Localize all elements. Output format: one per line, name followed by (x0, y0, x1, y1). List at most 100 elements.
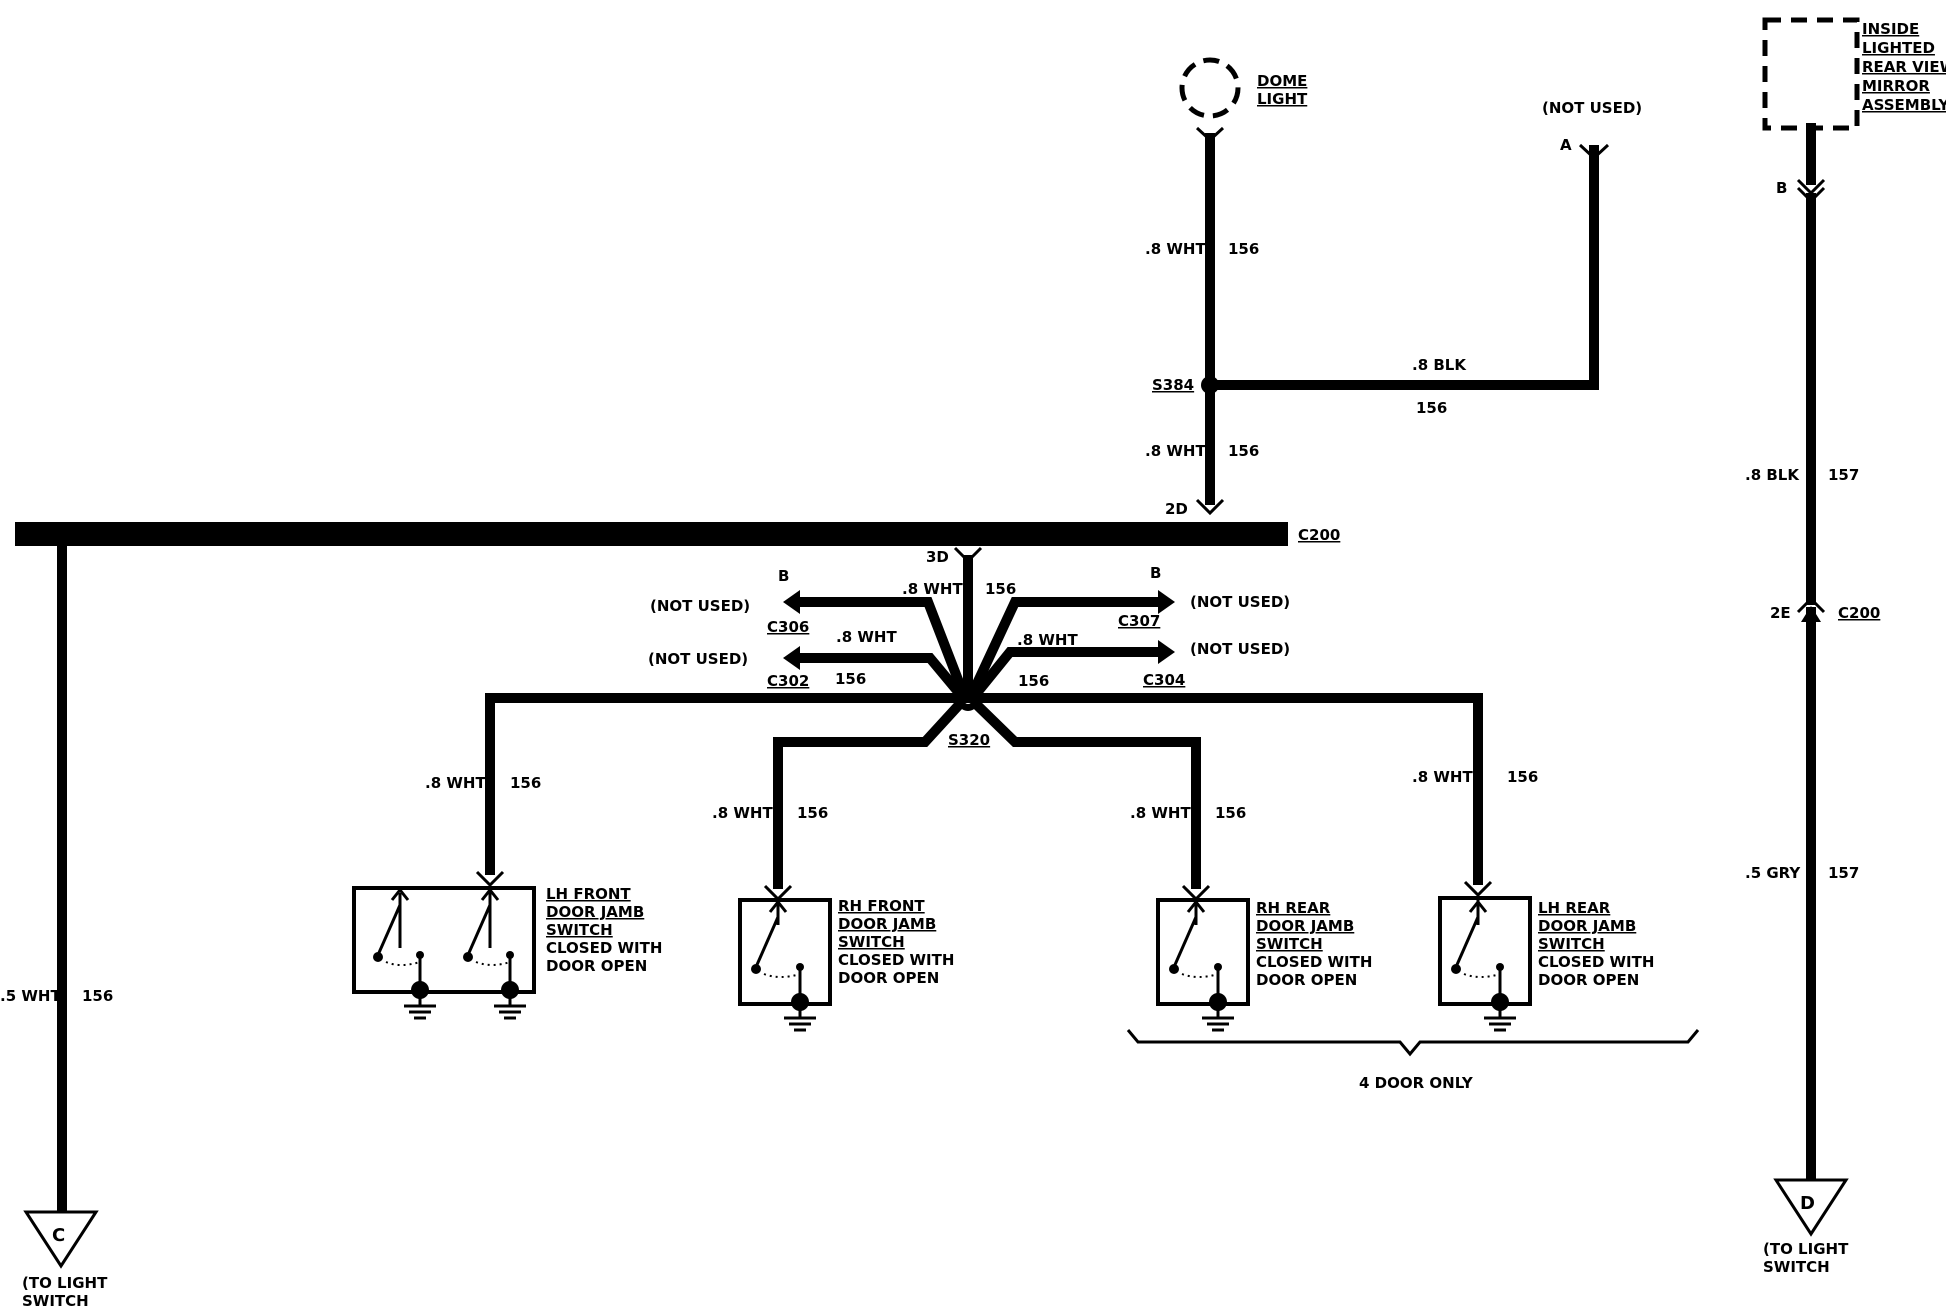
rh-front-label-4: CLOSED WITH (838, 951, 954, 969)
ground-icon (784, 993, 816, 1032)
ground-icon (404, 981, 436, 1020)
lh-rear-label-5: DOOR OPEN (1538, 971, 1639, 989)
c200-2e-chevron (1796, 596, 1826, 614)
lh-front-label-2: DOOR JAMB (546, 903, 644, 921)
wire-rh-rear-branch (970, 698, 1201, 889)
rh-rear-door-jamb-switch: RH REAR DOOR JAMB SWITCH CLOSED WITH DOO… (1156, 884, 1372, 1032)
rh-front-contact-arrow (768, 899, 788, 913)
mirror-label-4: MIRROR (1862, 77, 1930, 95)
wire-rh-front-circuit: 156 (797, 804, 828, 822)
mirror-label-1: INSIDE (1862, 20, 1919, 38)
wire-3d-circuit: 156 (985, 580, 1016, 598)
lh-rear-label-3: SWITCH (1538, 935, 1605, 953)
wire-rh-rear-circuit: 156 (1215, 804, 1246, 822)
wire-blk-horizontal (1205, 145, 1599, 390)
lh-front-contact-2-blade (466, 904, 492, 956)
wire-rh-front-color: .8 WHT (712, 804, 773, 822)
ground-node (501, 981, 519, 999)
wire-lh-front-color: .8 WHT (425, 774, 486, 792)
mirror-label-3: REAR VIEW (1862, 58, 1946, 76)
lh-front-contact-2-pivot (463, 952, 473, 962)
c200-2e-pin: 2E (1770, 604, 1791, 622)
dome-light: DOME LIGHT (1179, 57, 1308, 119)
dome-light-label-2: LIGHT (1257, 90, 1308, 108)
lh-rear-contact-arrow (1468, 899, 1488, 913)
c200-right-label: C200 (1838, 604, 1880, 622)
mirror-icon (1762, 17, 1860, 131)
ground-icon (1202, 993, 1234, 1032)
rh-front-label-3: SWITCH (838, 933, 905, 951)
rh-front-contact-pivot (751, 964, 761, 974)
connector-c-triangle (23, 1210, 99, 1269)
lh-rear-contact-pivot (1451, 964, 1461, 974)
ground-icon (1484, 993, 1516, 1032)
lh-rear-door-jamb-switch: LH REAR DOOR JAMB SWITCH CLOSED WITH DOO… (1438, 880, 1654, 1032)
lh-rear-label-1: LH REAR (1538, 899, 1611, 917)
not-used-a-pin: A (1560, 136, 1572, 154)
lh-rear-chevron (1463, 880, 1493, 898)
connector-c-letter: C (52, 1225, 65, 1246)
rh-front-contact-blade (754, 916, 780, 968)
mirror-label-5: ASSEMBLY (1862, 96, 1946, 114)
lh-front-switch-box (352, 886, 536, 994)
branch-c302-not-used: (NOT USED) (648, 650, 748, 668)
wire-branch-c304 (968, 647, 1165, 702)
c200-2e-arrow (1801, 606, 1821, 622)
four-door-bracket (1126, 1029, 1700, 1057)
arrow-c304 (1158, 640, 1175, 664)
wire-rh-rear-color: .8 WHT (1130, 804, 1191, 822)
arrow-c306 (783, 590, 800, 614)
branch-c302-connector: C302 (767, 672, 809, 690)
wire-branch-c302 (790, 653, 968, 702)
dome-light-icon (1179, 57, 1241, 119)
lh-front-label-3: SWITCH (546, 921, 613, 939)
wire-lh-rear-color: .8 WHT (1412, 768, 1473, 786)
four-door-note: 4 DOOR ONLY (1359, 1074, 1474, 1092)
arrow-c302 (783, 646, 800, 670)
connector-c-label-2: SWITCH (22, 1292, 89, 1310)
rh-front-label-5: DOOR OPEN (838, 969, 939, 987)
lh-front-contact-1-pivot (373, 952, 383, 962)
ground-node (411, 981, 429, 999)
c200-label: C200 (1298, 526, 1340, 544)
c200-connector-bar (15, 522, 1288, 546)
c200-2d-pin: 2D (1165, 500, 1188, 518)
branch-c307-not-used: (NOT USED) (1190, 593, 1290, 611)
lh-rear-switch-box (1438, 896, 1532, 1006)
lh-front-label-1: LH FRONT (546, 885, 631, 903)
branch-c304-circuit: 156 (1018, 672, 1049, 690)
branch-c302-circuit: 156 (835, 670, 866, 688)
lh-front-label-5: DOOR OPEN (546, 957, 647, 975)
mirror-label-2: LIGHTED (1862, 39, 1935, 57)
ground-node (1209, 993, 1227, 1011)
rh-rear-contact-pivot (1169, 964, 1179, 974)
rh-rear-contact-arrow (1186, 899, 1206, 913)
wire-mirror-lower-color: .5 GRY (1745, 864, 1801, 882)
lh-front-contact-1-arrow (390, 887, 410, 901)
branch-c304-not-used: (NOT USED) (1190, 640, 1290, 658)
rh-rear-label-2: DOOR JAMB (1256, 917, 1354, 935)
mirror-b-pin: B (1776, 179, 1787, 197)
wire-left-circuit: 156 (82, 987, 113, 1005)
branch-c306-not-used: (NOT USED) (650, 597, 750, 615)
branch-c307-pin: B (1150, 564, 1161, 582)
wire-dome-lower-circuit: 156 (1228, 442, 1259, 460)
lh-front-contact-2-arrow (480, 887, 500, 901)
splice-s384-label: S384 (1152, 376, 1194, 394)
dome-light-label-1: DOME (1257, 72, 1307, 90)
c200-2d-chevron (1195, 498, 1225, 516)
lh-front-label-4: CLOSED WITH (546, 939, 662, 957)
connector-d-triangle (1773, 1178, 1849, 1237)
lh-front-chevron (475, 870, 505, 888)
splice-s320-label: S320 (948, 731, 990, 749)
ground-node (791, 993, 809, 1011)
wire-lh-rear-circuit: 156 (1507, 768, 1538, 786)
not-used-a-chevron (1578, 143, 1610, 161)
wire-blk-color: .8 BLK (1412, 356, 1467, 374)
rh-front-switch-box (738, 898, 832, 1006)
branch-c306-pin: B (778, 567, 789, 585)
wire-left-color: .5 WHT (0, 987, 61, 1005)
rh-rear-switch-box (1156, 898, 1250, 1006)
not-used-a-label: (NOT USED) (1542, 99, 1642, 117)
